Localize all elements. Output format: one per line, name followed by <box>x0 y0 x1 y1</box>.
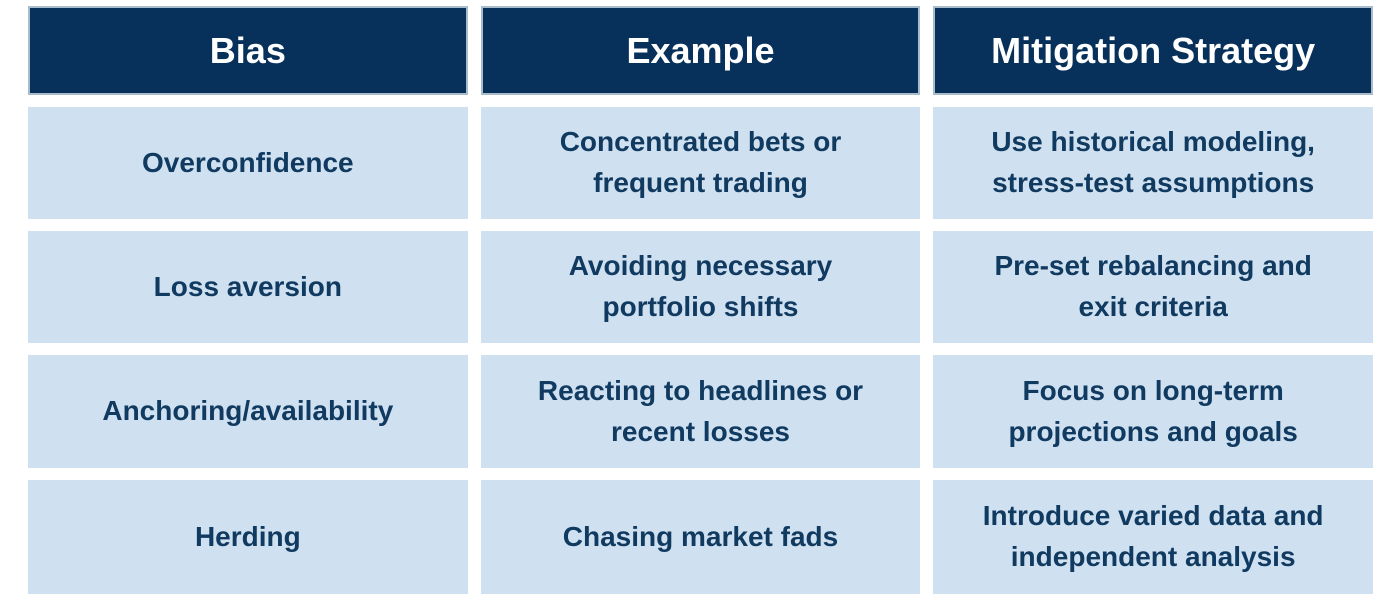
cell-row1-bias: Overconfidence <box>28 107 468 219</box>
cell-row2-bias: Loss aversion <box>28 231 468 343</box>
cell-row1-example: Concentrated bets or frequent trading <box>480 107 921 219</box>
cell-row3-example: Reacting to headlines or recent losses <box>480 355 921 468</box>
cell-row2-mitigation: Pre-set rebalancing and exit criteria <box>933 231 1373 343</box>
header-cell-example: Example <box>480 6 921 95</box>
cell-row3-mitigation: Focus on long-term projections and goals <box>933 355 1373 468</box>
cell-row4-bias: Herding <box>28 480 468 594</box>
cell-row4-mitigation: Introduce varied data and independent an… <box>933 480 1373 594</box>
table-grid: Bias Example Mitigation Strategy Overcon… <box>28 6 1373 594</box>
cell-row1-mitigation: Use historical modeling, stress-test ass… <box>933 107 1373 219</box>
cell-row4-example: Chasing market fads <box>480 480 921 594</box>
cell-row3-bias: Anchoring/availability <box>28 355 468 468</box>
header-cell-mitigation: Mitigation Strategy <box>933 6 1373 95</box>
cell-row2-example: Avoiding necessary portfolio shifts <box>480 231 921 343</box>
header-cell-bias: Bias <box>28 6 468 95</box>
